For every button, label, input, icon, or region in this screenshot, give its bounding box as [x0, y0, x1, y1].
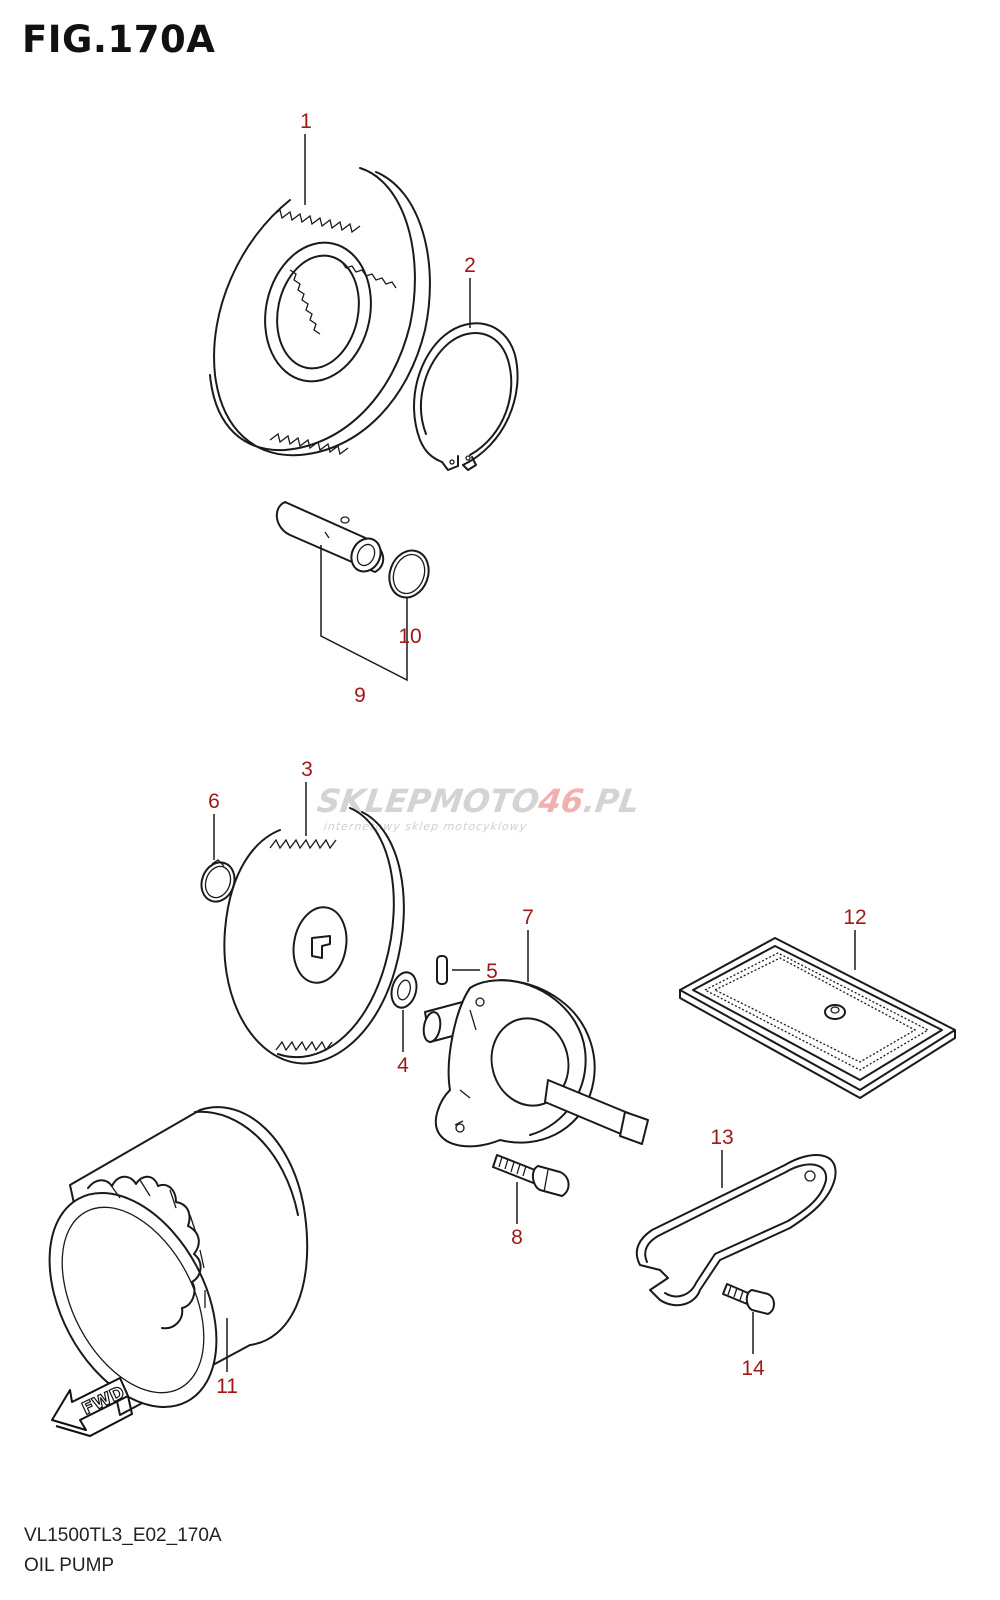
figure-code: VL1500TL3_E02_170A: [24, 1525, 222, 1546]
callout-12: 12: [843, 906, 866, 929]
figure-name: OIL PUMP: [24, 1555, 115, 1576]
figure-title: FIG.170A: [22, 18, 216, 61]
callout-2: 2: [464, 254, 476, 277]
part-2-circlip: [413, 322, 519, 471]
callout-14: 14: [741, 1357, 765, 1380]
watermark: SKLEPMOTO46.PL internetowy sklep motocyk…: [315, 782, 642, 833]
part-5-pin: [436, 955, 448, 985]
svg-text:SKLEPMOTO46.PL: SKLEPMOTO46.PL: [315, 782, 642, 820]
watermark-tagline: internetowy sklep motocyklowy: [323, 820, 528, 833]
callout-9: 9: [354, 684, 366, 707]
fwd-arrow-icon: FWD: [51, 1377, 134, 1438]
part-3-oil-pump-drive-gear: [223, 807, 405, 1065]
callout-1: 1: [300, 110, 312, 133]
part-11-oil-filter: [48, 1106, 309, 1416]
callout-11: 11: [216, 1375, 238, 1398]
part-7-oil-pump-assembly: [422, 979, 649, 1148]
leader-9-10: [320, 545, 408, 682]
part-12-oil-strainer: [679, 937, 956, 1099]
part-4-washer: [390, 971, 418, 1009]
part-13-gasket: [635, 1154, 837, 1307]
part-8-bolt: [492, 1154, 570, 1197]
part-6-circlip: [200, 859, 236, 903]
part-10-o-ring: [388, 549, 430, 599]
callout-8: 8: [511, 1226, 523, 1249]
callout-10: 10: [398, 625, 421, 648]
callout-5: 5: [486, 960, 498, 983]
callout-6: 6: [208, 790, 220, 813]
watermark-brand-c: 46: [535, 782, 586, 820]
watermark-brand-b: MOTO: [428, 782, 541, 820]
callout-7: 7: [522, 906, 534, 929]
watermark-brand-d: .PL: [581, 782, 642, 820]
callout-4: 4: [397, 1054, 409, 1077]
watermark-brand-a: SKLEP: [315, 782, 434, 820]
part-14-bolt: [722, 1283, 775, 1315]
part-9-shaft: [275, 501, 385, 573]
part-1-oil-pump-driven-gear: [209, 167, 431, 457]
callout-3: 3: [301, 758, 313, 781]
callout-13: 13: [710, 1126, 733, 1149]
